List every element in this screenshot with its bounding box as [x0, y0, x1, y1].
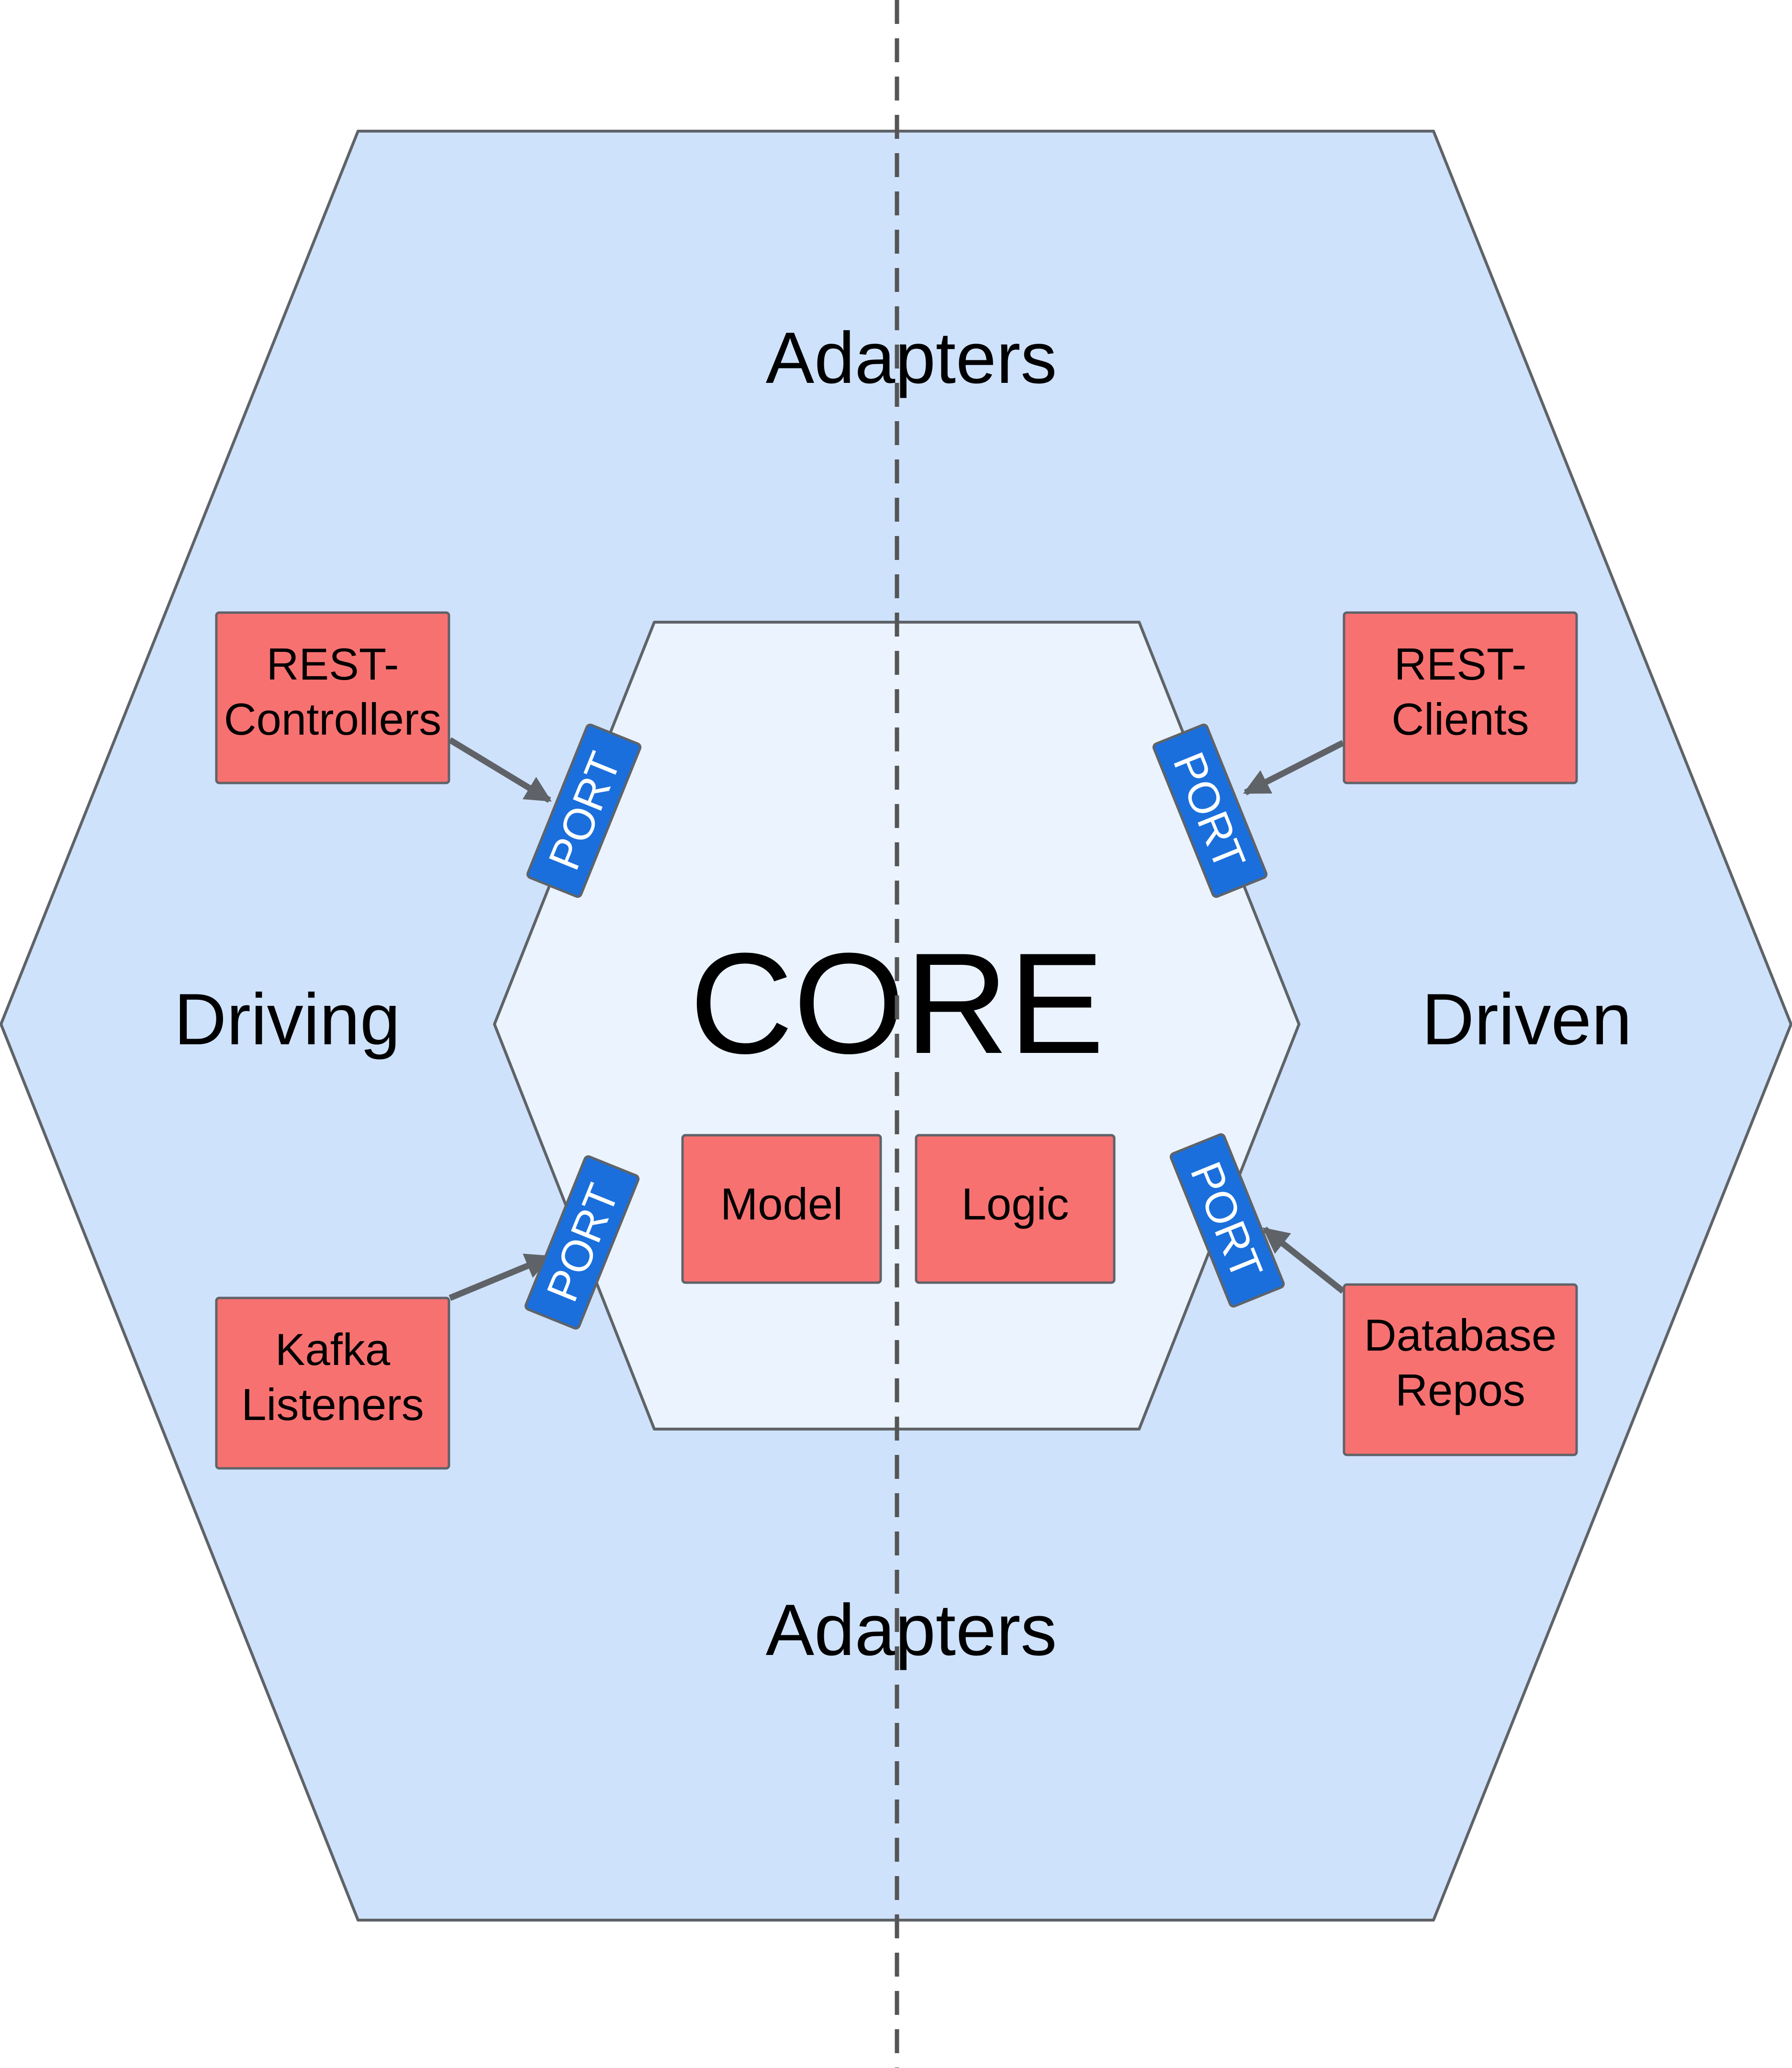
driven-label: Driven [1422, 979, 1632, 1060]
core-component-logic: Logic [915, 1134, 1116, 1284]
arrow-rest-clients-to-port [1243, 740, 1344, 795]
adapter-kafka-listeners-line-1: Kafka [275, 1324, 391, 1375]
adapter-rest-clients-line-2: Clients [1391, 694, 1529, 744]
adapters-bottom-label: Adapters [766, 1589, 1057, 1671]
adapter-database-repos: Database Repos [1343, 1283, 1578, 1456]
adapter-rest-controllers-line-1: REST- [267, 639, 399, 689]
adapter-rest-clients: REST- Clients [1343, 611, 1578, 784]
adapter-database-repos-line-1: Database [1364, 1310, 1557, 1360]
core-component-logic-label: Logic [962, 1179, 1069, 1229]
adapter-kafka-listeners-line-2: Listeners [241, 1379, 424, 1430]
adapter-kafka-listeners: Kafka Listeners [215, 1297, 450, 1470]
driving-label: Driving [174, 979, 401, 1060]
arrow-rest-controllers-to-port [448, 737, 552, 803]
adapter-database-repos-line-2: Repos [1395, 1365, 1525, 1415]
adapter-rest-clients-line-1: REST- [1394, 639, 1527, 689]
adapter-rest-controllers: REST- Controllers [215, 611, 450, 784]
arrow-database-repos-to-port [1262, 1226, 1345, 1294]
adapters-top-label: Adapters [766, 317, 1057, 399]
core-component-model-label: Model [720, 1179, 843, 1229]
adapter-rest-controllers-line-2: Controllers [224, 694, 442, 744]
core-component-model: Model [681, 1134, 882, 1284]
arrow-kafka-listeners-to-port [448, 1253, 552, 1301]
